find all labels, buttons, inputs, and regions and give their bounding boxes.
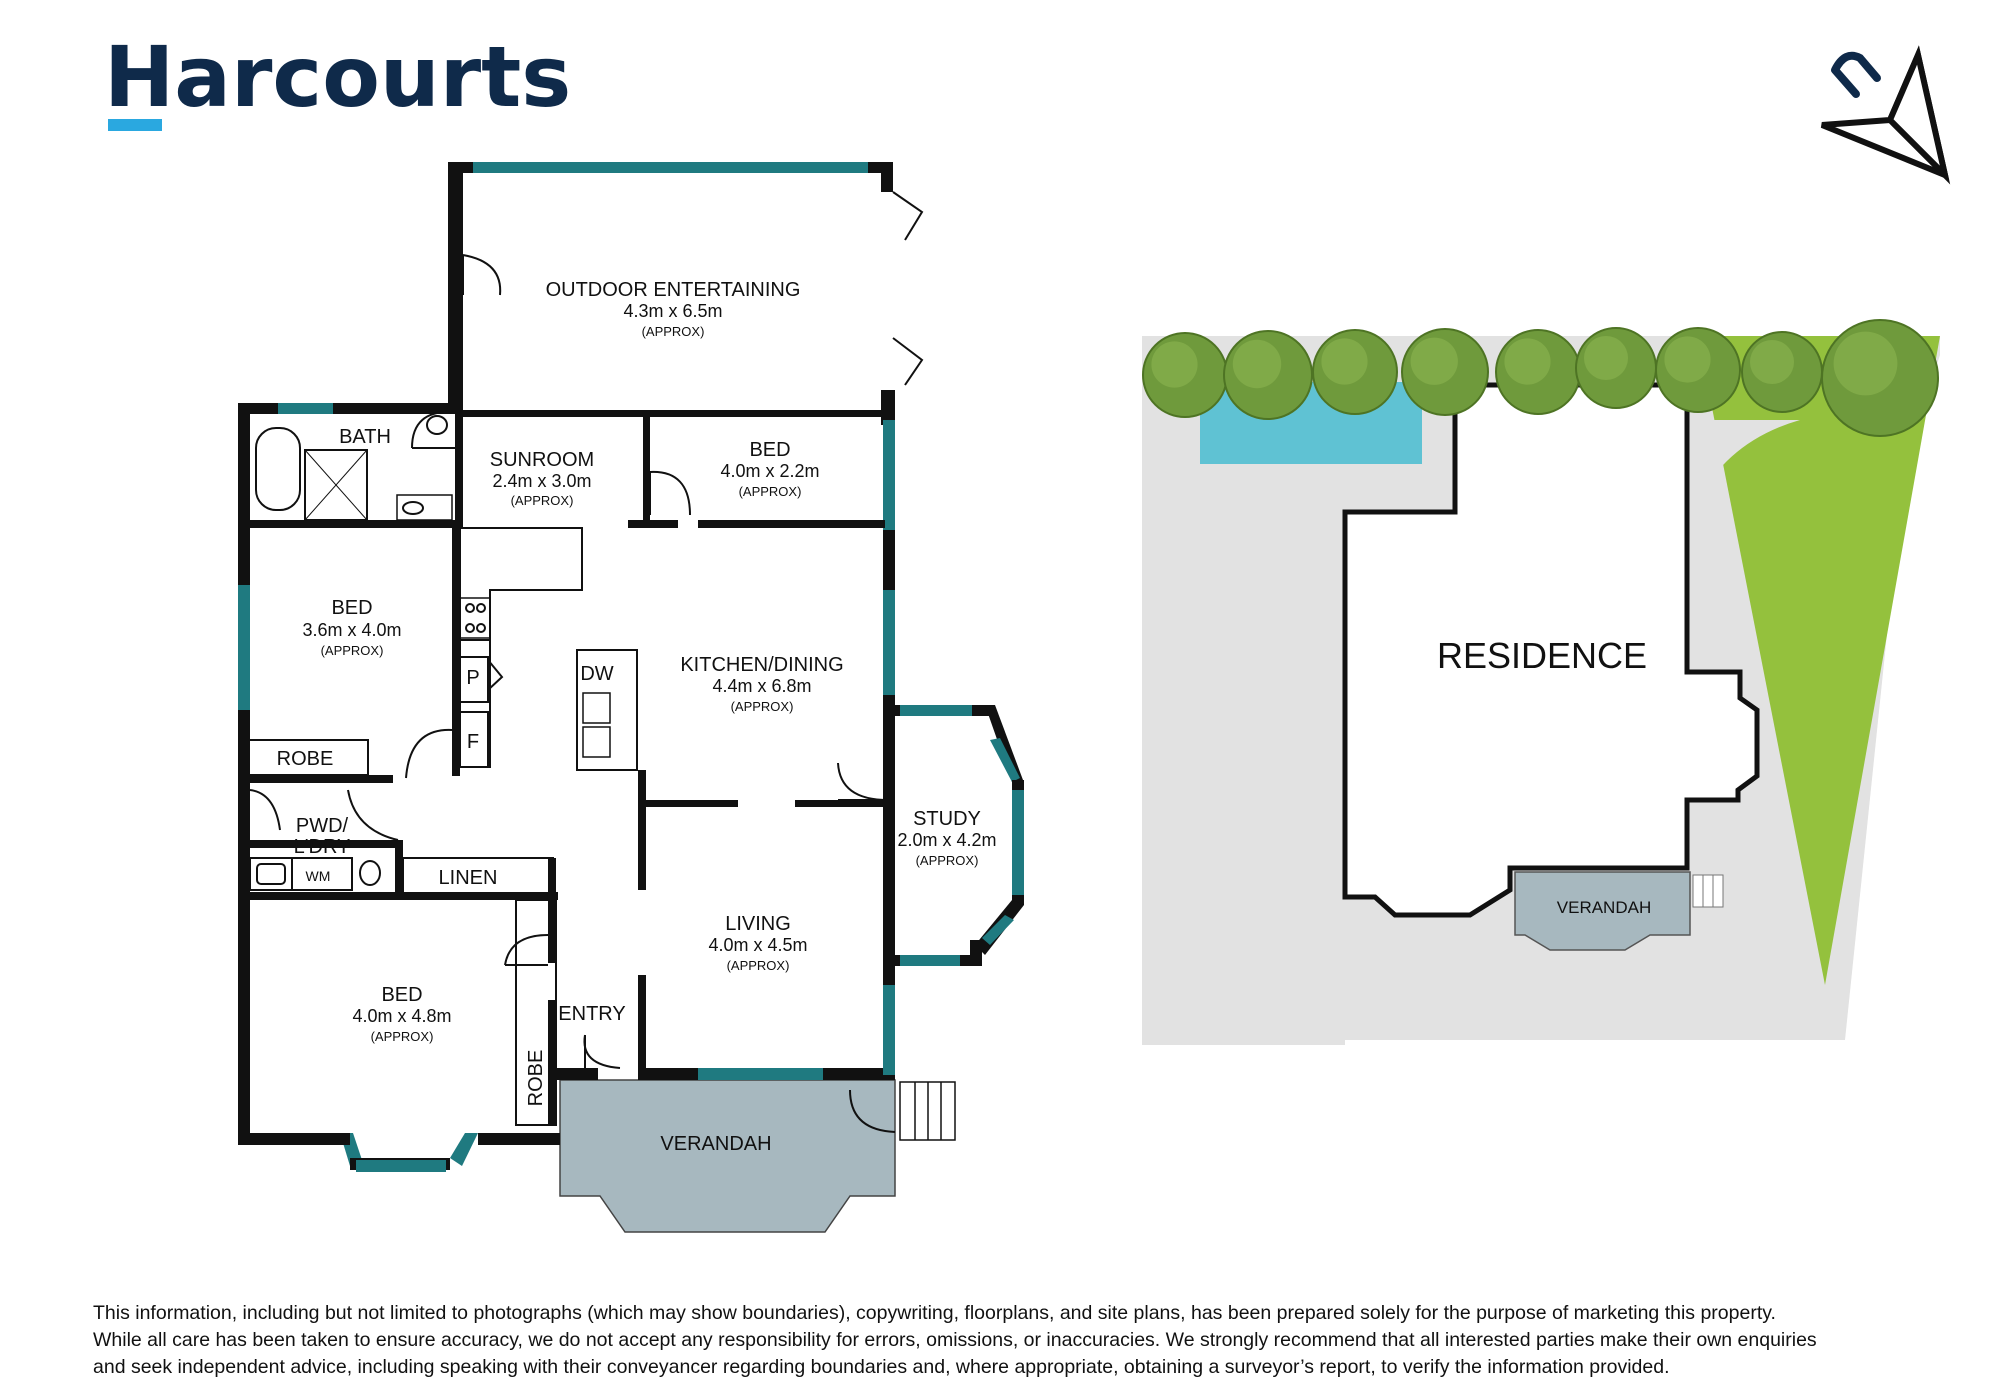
washing-machine-label: WM: [306, 868, 331, 884]
tree-icon: [1655, 327, 1741, 413]
room-robe-2: ROBE: [525, 1050, 547, 1107]
residence-footprint: [1342, 382, 1760, 918]
svg-text:ROBE: ROBE: [277, 748, 334, 770]
verandah-area: [559, 1079, 896, 1233]
svg-text:STUDY: STUDY: [913, 808, 981, 830]
svg-text:(APPROX): (APPROX): [642, 324, 705, 339]
svg-text:4.0m x 4.8m: 4.0m x 4.8m: [352, 1006, 451, 1026]
room-sunroom: SUNROOM 2.4m x 3.0m (APPROX): [490, 449, 594, 508]
disclaimer: This information, including but not limi…: [93, 1300, 1923, 1381]
floorplan: OUTDOOR ENTERTAINING 4.3m x 6.5m (APPROX…: [238, 162, 1024, 1233]
tree-icon: [1312, 329, 1398, 415]
svg-text:(APPROX): (APPROX): [511, 493, 574, 508]
room-bath: BATH: [339, 426, 391, 448]
tree-row: [1142, 319, 1939, 437]
tree-icon: [1401, 328, 1489, 416]
svg-text:BED: BED: [381, 984, 422, 1006]
fridge-label: F: [467, 731, 479, 753]
svg-text:(APPROX): (APPROX): [731, 699, 794, 714]
svg-text:(APPROX): (APPROX): [727, 958, 790, 973]
tree-icon: [1741, 331, 1823, 413]
room-bed-3: BED 4.0m x 4.8m (APPROX): [352, 984, 451, 1044]
svg-text:PWD/: PWD/: [296, 815, 349, 837]
harcourts-logo: Harcourts: [104, 28, 571, 131]
room-bed-2: BED 3.6m x 4.0m (APPROX): [302, 597, 401, 658]
svg-text:LINEN: LINEN: [439, 867, 498, 889]
room-verandah: VERANDAH: [660, 1133, 771, 1155]
room-study: STUDY 2.0m x 4.2m (APPROX): [897, 808, 996, 868]
disclaimer-line-2: While all care has been taken to ensure …: [93, 1329, 1817, 1351]
shower-icon: [304, 449, 368, 521]
logo-wordmark: Harcourts: [104, 28, 571, 126]
svg-text:OUTDOOR ENTERTAINING: OUTDOOR ENTERTAINING: [546, 279, 801, 301]
svg-text:2.4m x 3.0m: 2.4m x 3.0m: [492, 471, 591, 491]
siteplan: RESIDENCE VERANDAH: [1142, 319, 1940, 1045]
room-living: LIVING 4.0m x 4.5m (APPROX): [708, 913, 807, 973]
tree-icon: [1495, 329, 1581, 415]
room-bed-1: BED 4.0m x 2.2m (APPROX): [720, 439, 819, 499]
disclaimer-line-1: This information, including but not limi…: [93, 1302, 1776, 1324]
tree-icon: [1223, 330, 1313, 420]
tree-icon: [1575, 327, 1657, 409]
kitchen-island: [576, 649, 638, 771]
logo-underline: [108, 119, 162, 131]
pantry-label: P: [466, 667, 479, 689]
sink-icon: [582, 692, 611, 758]
disclaimer-line-3: and seek independent advice, including s…: [93, 1356, 1670, 1378]
room-pwd-laundry: PWD/ L'DRY: [294, 815, 351, 858]
dishwasher-label: DW: [580, 663, 613, 685]
svg-text:4.4m x 6.8m: 4.4m x 6.8m: [712, 676, 811, 696]
svg-text:VERANDAH: VERANDAH: [660, 1133, 771, 1155]
site-verandah-label: VERANDAH: [1557, 898, 1651, 917]
front-steps: [899, 1081, 956, 1141]
svg-text:(APPROX): (APPROX): [916, 853, 979, 868]
svg-text:BED: BED: [749, 439, 790, 461]
svg-text:4.3m x 6.5m: 4.3m x 6.5m: [623, 301, 722, 321]
svg-text:(APPROX): (APPROX): [321, 643, 384, 658]
svg-text:3.6m x 4.0m: 3.6m x 4.0m: [302, 620, 401, 640]
svg-text:(APPROX): (APPROX): [371, 1029, 434, 1044]
north-arrow-icon: [1820, 45, 1951, 185]
residence-label: RESIDENCE: [1437, 635, 1647, 676]
toilet-icon: [426, 415, 448, 435]
svg-text:BED: BED: [331, 597, 372, 619]
bathtub-icon: [255, 427, 301, 511]
svg-text:4.0m x 2.2m: 4.0m x 2.2m: [720, 461, 819, 481]
cooktop-icon: [459, 597, 491, 639]
site-verandah: [1514, 871, 1691, 951]
lawn-area: [1698, 336, 1940, 985]
svg-text:L'DRY: L'DRY: [294, 836, 351, 858]
site-steps: [1692, 874, 1724, 908]
svg-text:BATH: BATH: [339, 426, 391, 448]
room-kitchen-dining: KITCHEN/DINING 4.4m x 6.8m (APPROX): [680, 654, 843, 714]
tree-icon: [1821, 319, 1939, 437]
svg-text:2.0m x 4.2m: 2.0m x 4.2m: [897, 830, 996, 850]
basin-icon: [396, 494, 453, 521]
svg-text:ENTRY: ENTRY: [558, 1003, 625, 1025]
room-entry: ENTRY: [558, 1003, 625, 1025]
svg-text:ROBE: ROBE: [525, 1050, 547, 1107]
room-outdoor: OUTDOOR ENTERTAINING 4.3m x 6.5m (APPROX…: [546, 279, 801, 339]
tree-icon: [1142, 332, 1228, 418]
compass-n-glyph: [1831, 51, 1881, 98]
svg-text:(APPROX): (APPROX): [739, 484, 802, 499]
svg-text:SUNROOM: SUNROOM: [490, 449, 594, 471]
svg-text:KITCHEN/DINING: KITCHEN/DINING: [680, 654, 843, 676]
room-robe-1: ROBE: [277, 748, 334, 770]
svg-text:LIVING: LIVING: [725, 913, 791, 935]
svg-text:4.0m x 4.5m: 4.0m x 4.5m: [708, 935, 807, 955]
room-linen: LINEN: [439, 867, 498, 889]
